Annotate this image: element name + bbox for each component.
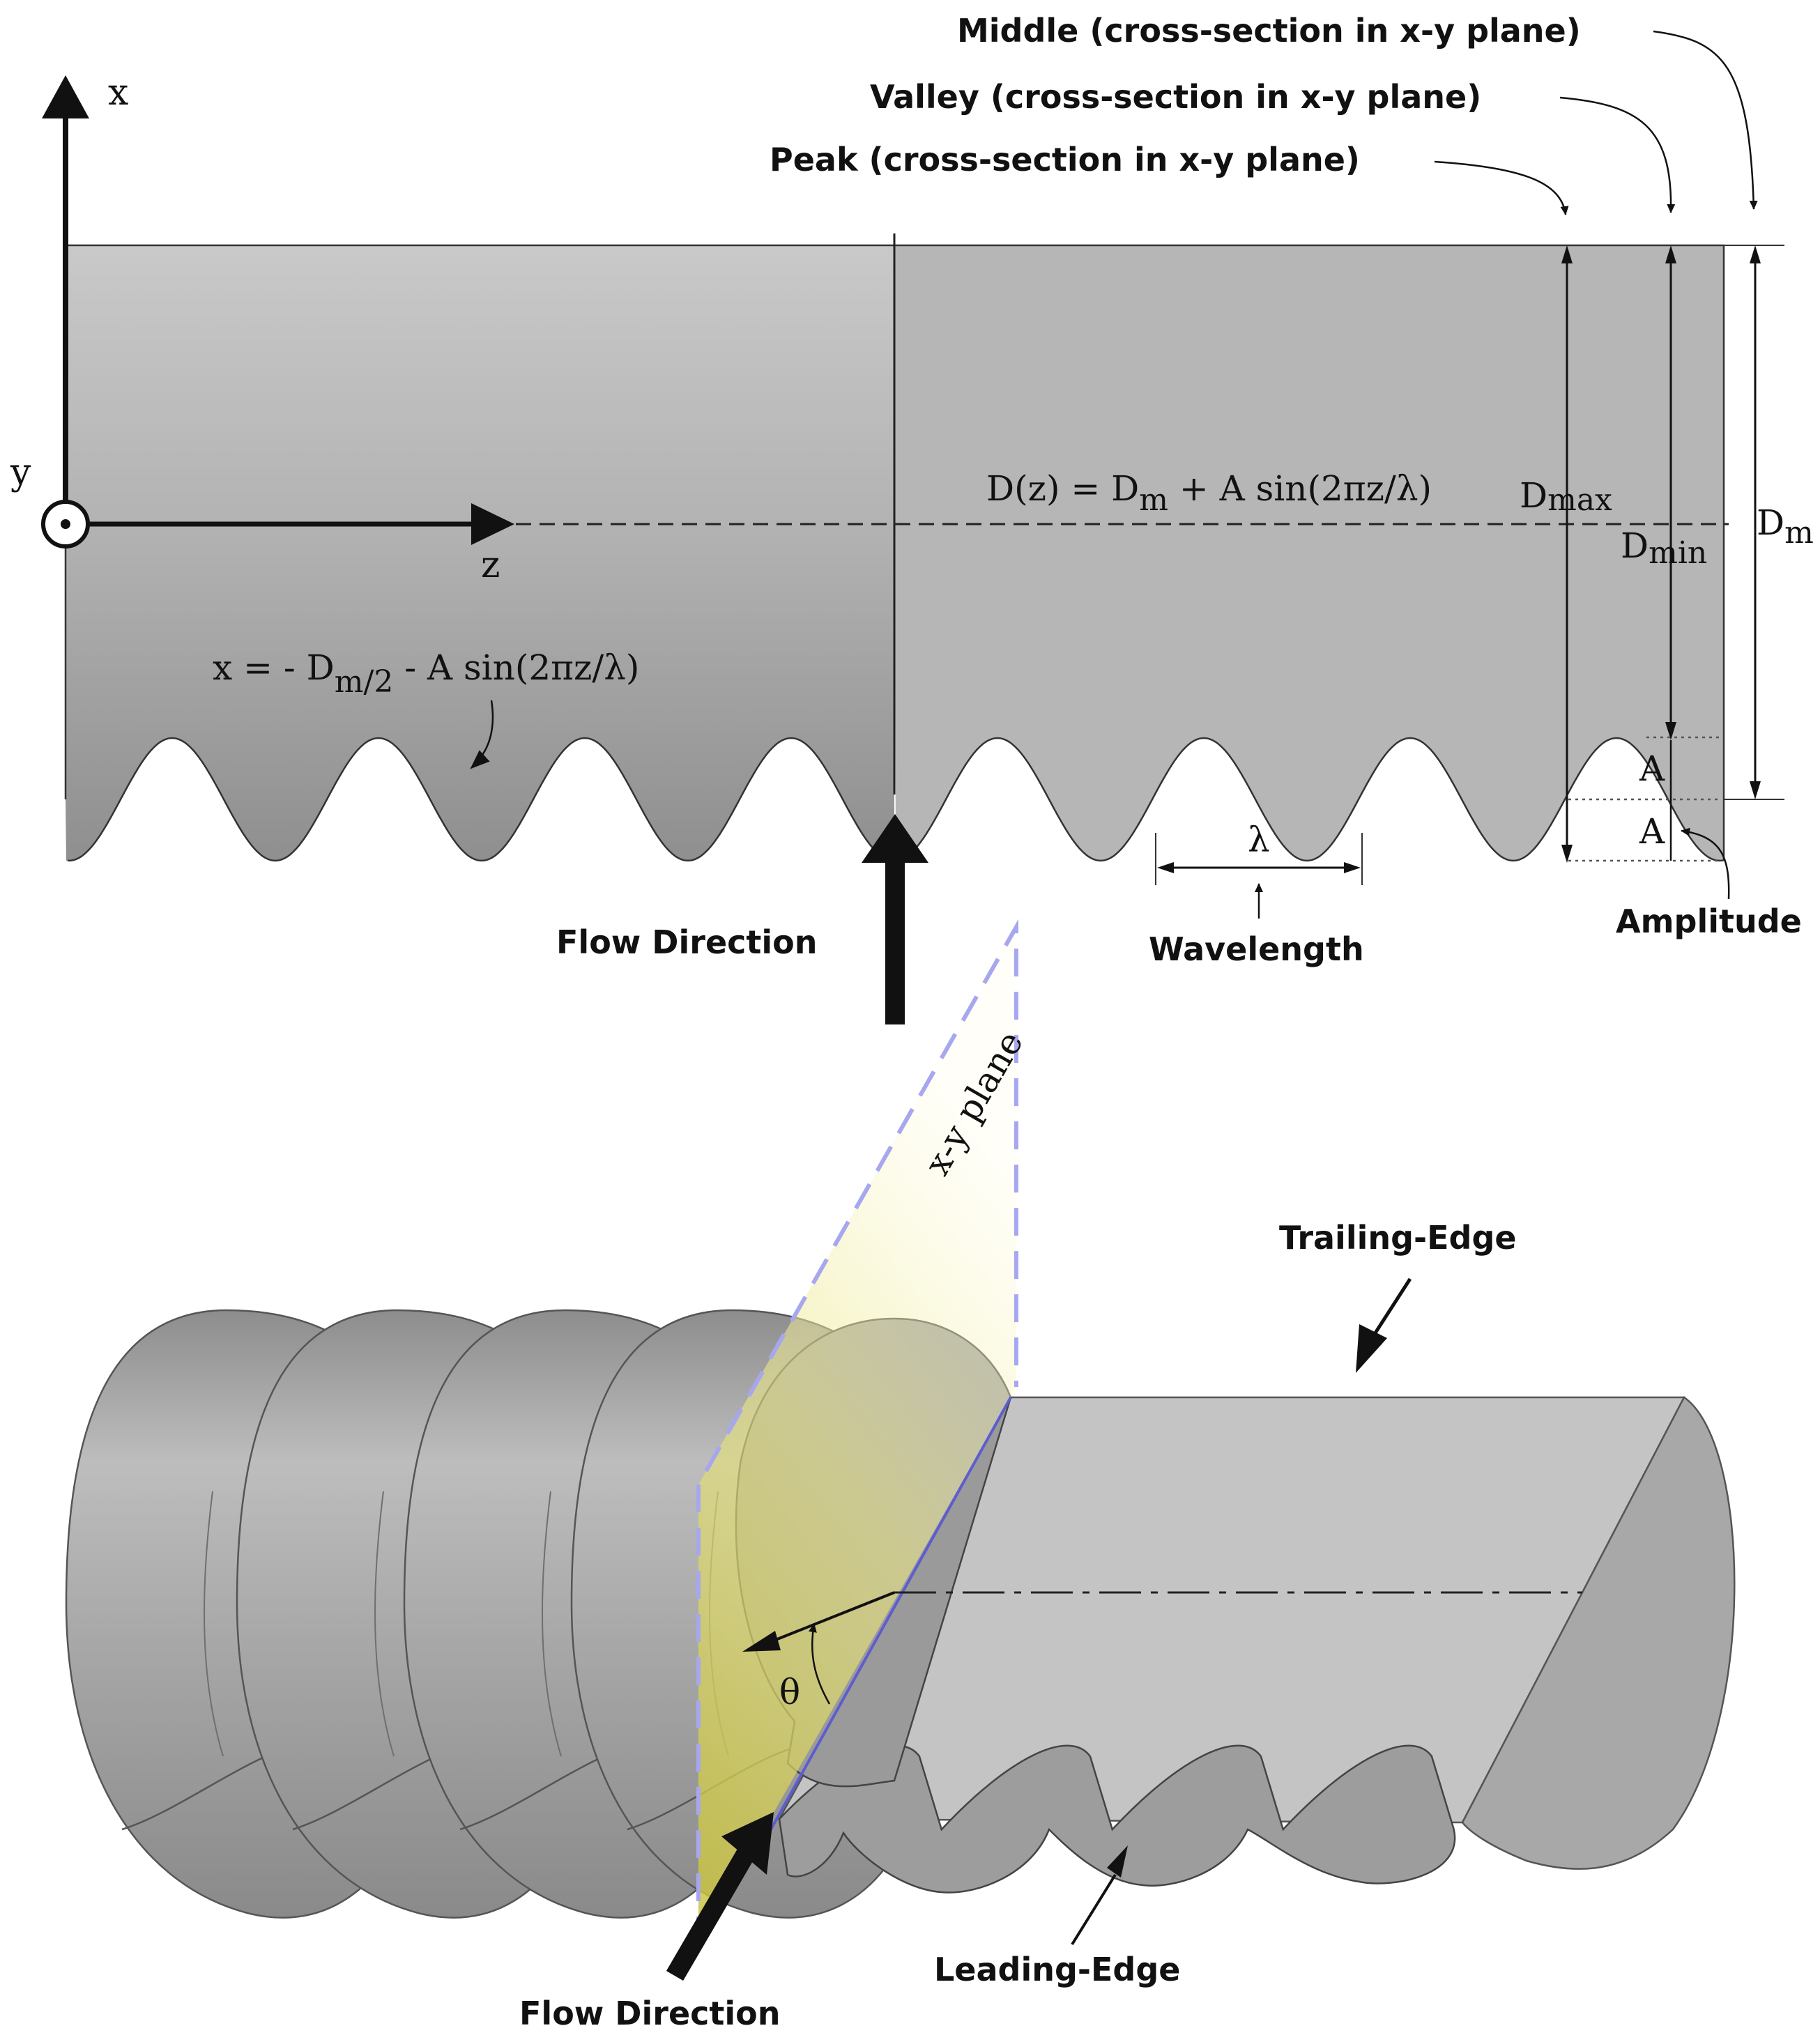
- theta-symbol: θ: [779, 1672, 800, 1712]
- dmin-arrow-top: [1665, 245, 1676, 263]
- y-axis-label: y: [10, 452, 31, 493]
- rib-shading-line: [542, 1491, 562, 1757]
- dmin-arrow-bottom: [1665, 722, 1676, 740]
- dm-label: Dm: [1757, 502, 1814, 551]
- amplitude-label: Amplitude: [1616, 903, 1802, 940]
- peak-leader: [1434, 160, 1569, 215]
- x-axis-arrowhead: [42, 75, 89, 118]
- amplitude-upper-label: A: [1639, 749, 1665, 789]
- xy-plane-outline: [696, 919, 1018, 1944]
- xy-plane: [698, 927, 1016, 1944]
- lambda-arrow-right: [1344, 862, 1361, 873]
- trailing-edge-label: Trailing-Edge: [1279, 1219, 1517, 1257]
- trailing-edge-arrowhead: [1356, 1324, 1387, 1373]
- y-axis-dot-icon: [61, 519, 70, 529]
- dmax-arrow-bottom: [1561, 845, 1573, 863]
- surface-equation-pointer: [470, 700, 494, 769]
- z-axis-arrowhead: [471, 503, 514, 545]
- xy-plane-edge: [760, 1397, 1012, 1848]
- theta-arc: [808, 1623, 831, 1705]
- lambda-arrow-left: [1157, 862, 1174, 873]
- dmax-label: Dmax: [1520, 475, 1612, 518]
- lambda-symbol: λ: [1248, 820, 1270, 860]
- middle-section-label: Middle (cross-section in x-y plane): [957, 12, 1581, 49]
- flow-arrow-top-shaft: [885, 857, 905, 1024]
- diameter-equation: D(z) = Dm + A sin(2πz/λ): [986, 468, 1432, 518]
- wavelength-label: Wavelength: [1149, 930, 1364, 968]
- leading-edge-label: Leading-Edge: [934, 1951, 1181, 1988]
- side-view-profile: x y z D(z) = Dm + A sin(2πz/λ) x = - Dm/…: [10, 12, 1814, 1024]
- trailing-edge-pointer: [1368, 1277, 1412, 1343]
- dmin-label: Dmin: [1621, 525, 1707, 571]
- amplitude-lower-label: A: [1639, 811, 1665, 852]
- valley-section-label: Valley (cross-section in x-y plane): [870, 78, 1481, 116]
- theta-vector-head: [742, 1631, 781, 1652]
- wing-leading-edge-face: [778, 1744, 1456, 1894]
- dmax-arrow-top: [1561, 245, 1573, 263]
- theta-vector: [759, 1591, 895, 1648]
- flow-arrow-top-head: [862, 814, 928, 863]
- flow-direction-bottom-label: Flow Direction: [519, 1995, 781, 2032]
- flow-arrow-bottom-head: [721, 1812, 774, 1875]
- peak-section-label: Peak (cross-section in x-y plane): [770, 141, 1360, 178]
- dm-arrow-bottom: [1750, 781, 1761, 799]
- wing-body-left: [66, 245, 894, 861]
- amplitude-pointer: [1681, 827, 1730, 900]
- rib-shading-line: [374, 1491, 395, 1757]
- x-axis-label: x: [108, 72, 128, 114]
- dm-arrow-top: [1750, 245, 1761, 263]
- flow-direction-top-label: Flow Direction: [556, 923, 818, 961]
- leading-edge-pointer: [1071, 1873, 1117, 1946]
- wing-end-cap: [1461, 1396, 1736, 1870]
- isometric-wing-view: x-y plane θ Trailing-Edge Leading-Edge F…: [65, 919, 1736, 2032]
- surface-equation: x = - Dm/2 - A sin(2πz/λ): [213, 647, 639, 700]
- middle-leader: [1653, 30, 1758, 210]
- rib-shading-line: [204, 1491, 224, 1757]
- flow-arrow-bottom-shaft: [666, 1848, 755, 1981]
- leading-edge-arrowhead: [1107, 1845, 1128, 1878]
- valley-leader: [1559, 96, 1676, 213]
- wing-body-right: [894, 245, 1724, 861]
- z-axis-label: z: [481, 544, 500, 586]
